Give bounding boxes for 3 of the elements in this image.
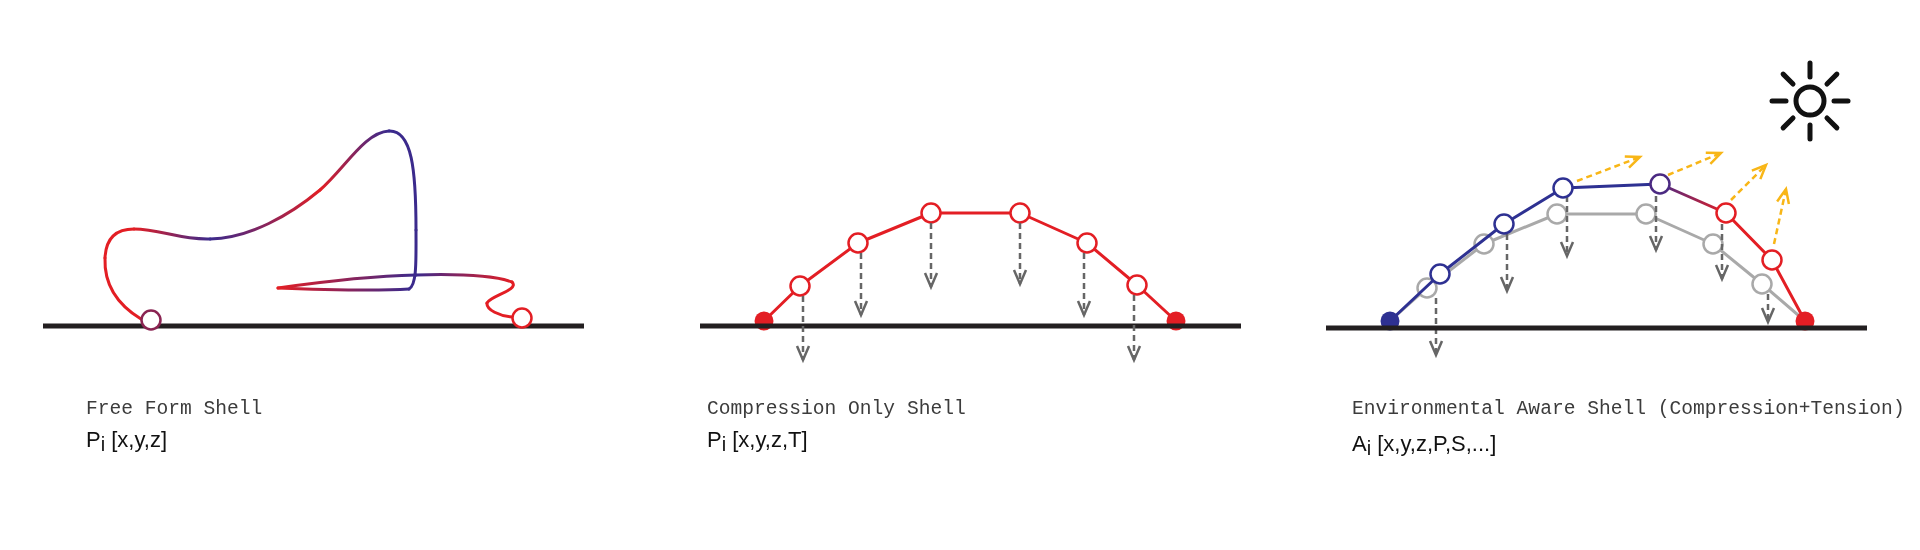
- shell-type-label: Free Form Shell: [86, 398, 263, 421]
- shell-type-label: Compression Only Shell: [707, 398, 966, 421]
- shell-type-label: Environmental Aware Shell (Compression+Tension): [1352, 398, 1905, 421]
